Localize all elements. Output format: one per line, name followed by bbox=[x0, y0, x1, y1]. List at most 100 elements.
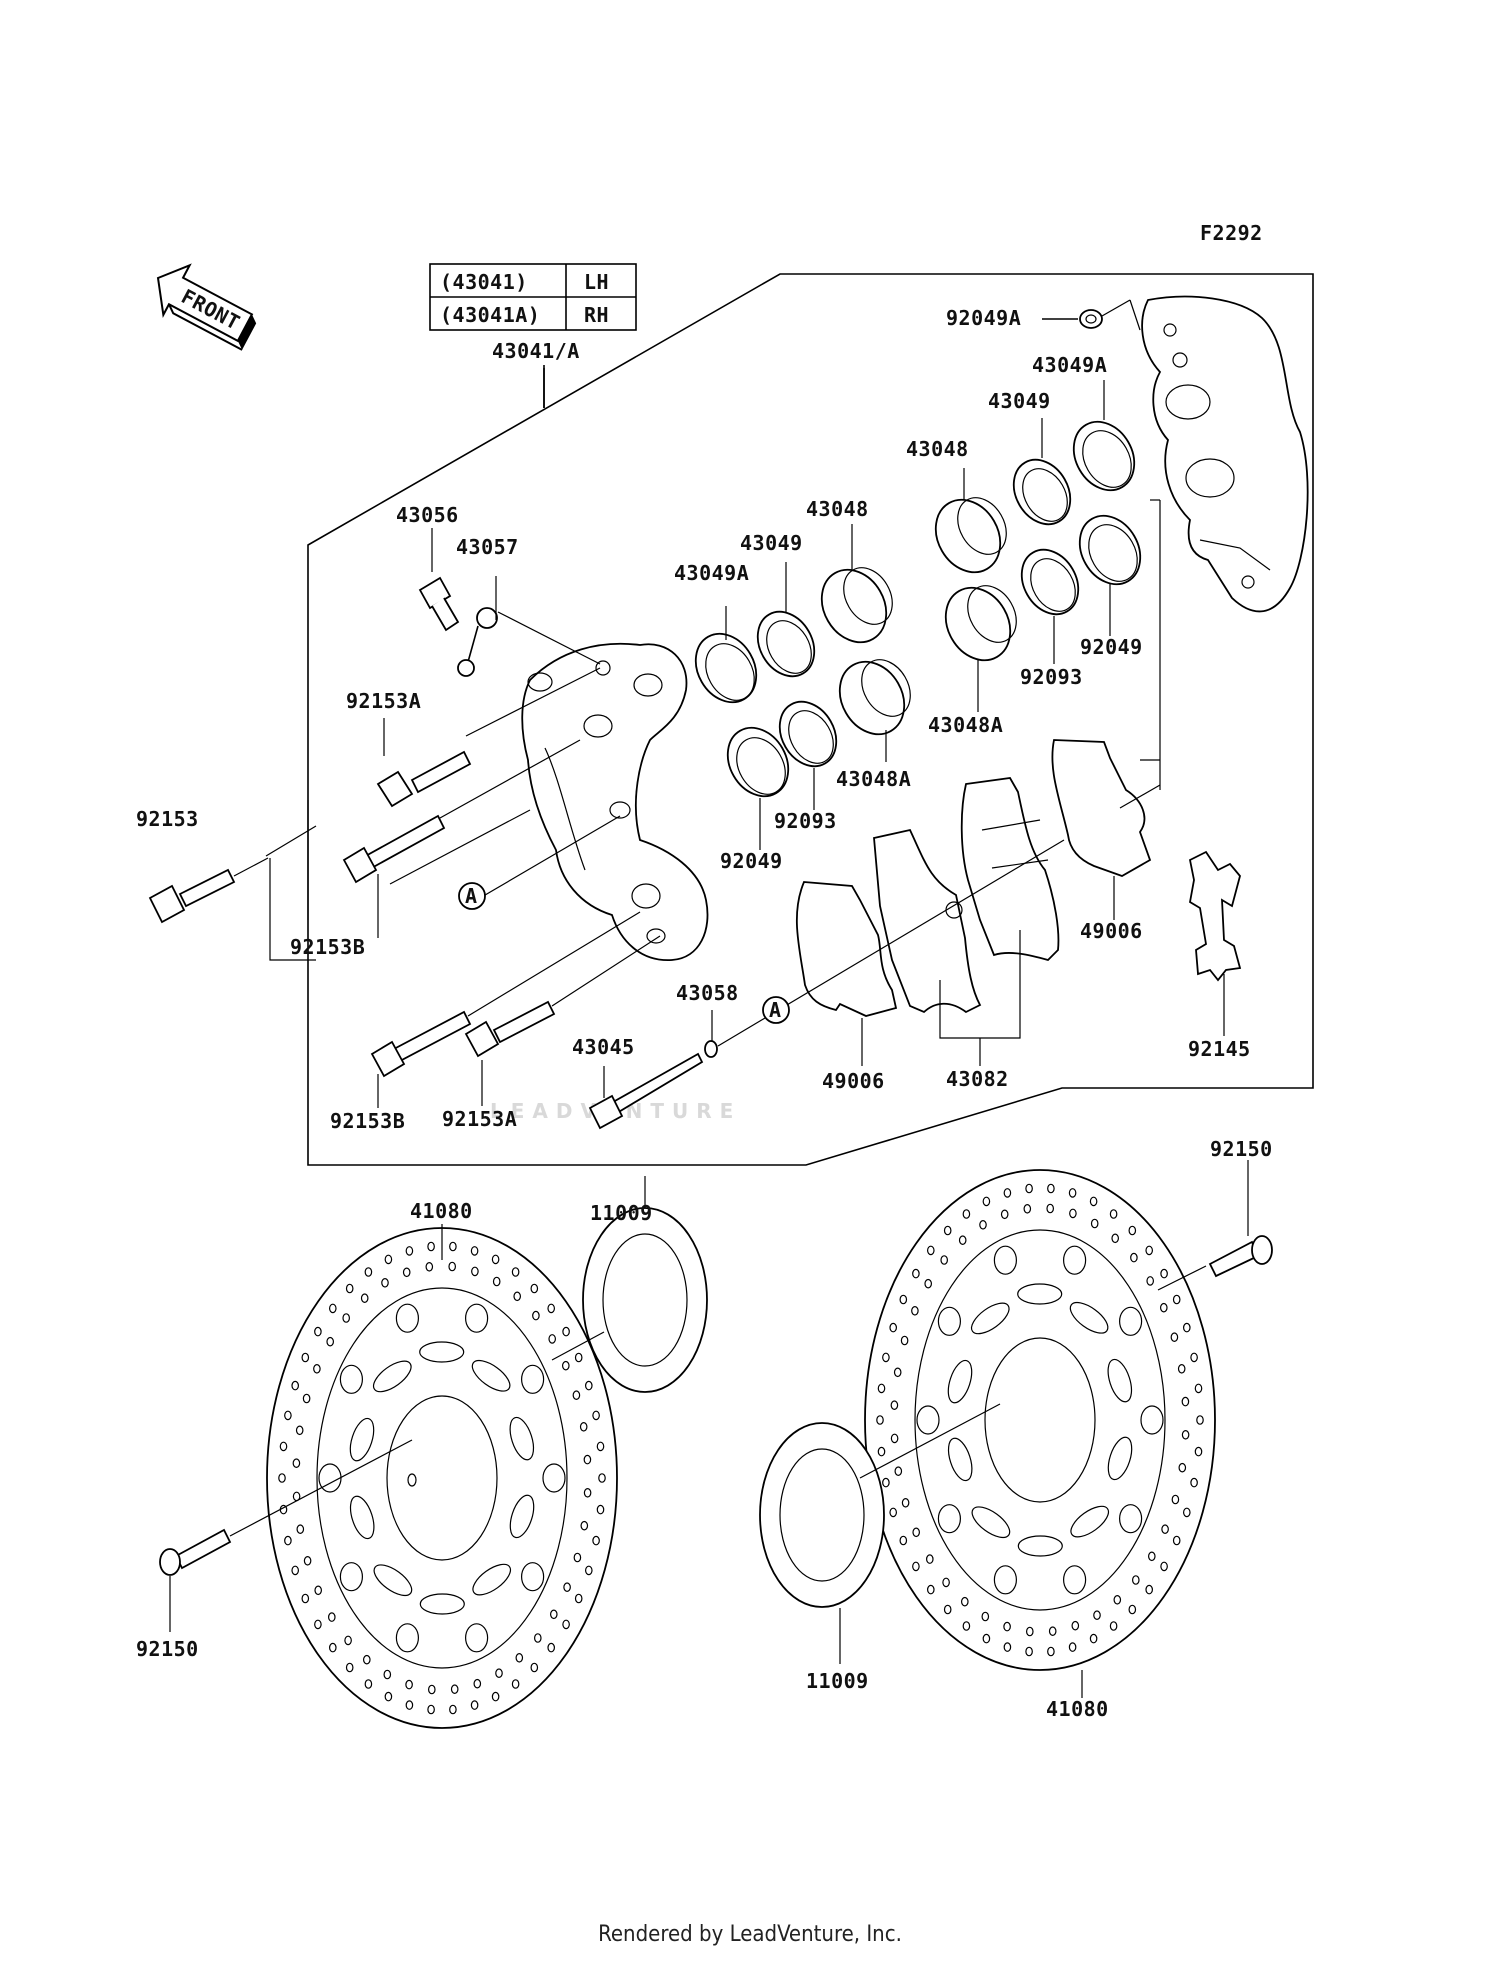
disc-drill-hole bbox=[1148, 1551, 1156, 1562]
disc-drill-hole bbox=[1161, 1524, 1169, 1534]
label-92150-right: 92150 bbox=[1210, 1137, 1273, 1161]
label-41080-right: 41080 bbox=[1046, 1697, 1109, 1721]
disc-carrier-pin bbox=[395, 1623, 419, 1653]
disc-carrier-window bbox=[947, 1359, 973, 1404]
disc-drill-hole bbox=[495, 1668, 503, 1678]
disc-drill-hole bbox=[1146, 1276, 1155, 1286]
disc-carrier-window bbox=[1017, 1535, 1063, 1557]
label-43049-right: 43049 bbox=[988, 389, 1051, 413]
disc-drill-hole bbox=[425, 1262, 434, 1272]
disc-drill-hole bbox=[1069, 1208, 1077, 1219]
disc-carrier-window bbox=[971, 1506, 1011, 1539]
disc-drill-hole bbox=[1172, 1535, 1181, 1546]
bolt-92153B-bottom-part bbox=[370, 1010, 472, 1078]
disc-carrier-pin bbox=[520, 1562, 545, 1592]
disc-carrier-window bbox=[1017, 1283, 1063, 1305]
seal-92049-right-part bbox=[1078, 514, 1142, 586]
disc-drill-hole bbox=[328, 1642, 337, 1653]
disc-carrier-pin bbox=[339, 1562, 363, 1592]
disc-drill-hole bbox=[926, 1245, 935, 1256]
disc-drill-hole bbox=[303, 1556, 312, 1566]
disc-carrier-window bbox=[419, 1593, 465, 1615]
disc-drill-hole bbox=[890, 1433, 899, 1444]
piston-43048-mid-part bbox=[820, 567, 893, 644]
disc-drill-hole bbox=[580, 1520, 589, 1531]
disc-carrier-pin bbox=[937, 1504, 962, 1534]
disc-drill-hole bbox=[899, 1294, 908, 1305]
disc-drill-hole bbox=[958, 1235, 967, 1245]
label-43048A-mid: 43048A bbox=[836, 767, 911, 791]
disc-drill-hole bbox=[314, 1619, 322, 1630]
disc-carrier-window bbox=[372, 1360, 412, 1393]
disc-drill-hole bbox=[301, 1593, 310, 1604]
seal-92093-mid-part bbox=[778, 700, 838, 768]
disc-drill-hole bbox=[924, 1278, 933, 1289]
disc-drill-hole bbox=[982, 1196, 991, 1207]
seal-43049A-right-part bbox=[1072, 420, 1136, 492]
label-11009-left: 11009 bbox=[590, 1201, 653, 1225]
disc-drill-hole bbox=[473, 1678, 482, 1689]
disc-drill-hole bbox=[1023, 1204, 1032, 1214]
disc-drill-hole bbox=[562, 1619, 570, 1630]
disc-drill-hole bbox=[1109, 1209, 1118, 1219]
piston-43048-right-part bbox=[934, 497, 1007, 574]
disc-carrier-pin bbox=[1062, 1245, 1087, 1275]
label-43049-mid: 43049 bbox=[740, 531, 803, 555]
disc-drill-hole bbox=[1047, 1646, 1055, 1657]
callout-a-lower-text: A bbox=[769, 998, 782, 1022]
disc-drill-hole bbox=[427, 1241, 435, 1252]
disc-drill-hole bbox=[470, 1246, 479, 1256]
disc-drill-hole bbox=[360, 1293, 369, 1303]
disc-drill-hole bbox=[1046, 1203, 1055, 1214]
label-92145: 92145 bbox=[1188, 1037, 1251, 1061]
disc-drill-hole bbox=[491, 1691, 500, 1702]
disc-drill-hole bbox=[284, 1410, 292, 1421]
figure-code: F2292 bbox=[1200, 221, 1263, 245]
label-43082: 43082 bbox=[946, 1067, 1009, 1091]
disc-drill-hole bbox=[284, 1535, 292, 1546]
disc-carrier-window bbox=[509, 1416, 535, 1461]
disc-drill-hole bbox=[900, 1335, 909, 1346]
disc-carrier-pin bbox=[395, 1303, 419, 1333]
piston-43048A-right-part bbox=[944, 585, 1017, 662]
disc-carrier-pin bbox=[1062, 1565, 1087, 1595]
shim-49006-right-part bbox=[1051, 739, 1152, 877]
disc-drill-hole bbox=[1090, 1218, 1099, 1229]
disc-carrier-pin bbox=[339, 1364, 363, 1394]
disc-drill-hole bbox=[547, 1303, 556, 1314]
disc-drill-hole bbox=[548, 1334, 557, 1344]
pin-43045-part bbox=[588, 1052, 704, 1130]
label-92153A-bottom: 92153A bbox=[442, 1107, 517, 1131]
disc-drill-hole bbox=[901, 1498, 910, 1508]
bolt-92150-right-part bbox=[1208, 1235, 1273, 1278]
disc-drill-hole bbox=[381, 1278, 389, 1288]
disc-drill-hole bbox=[1109, 1621, 1118, 1631]
disc-drill-hole bbox=[1183, 1507, 1191, 1518]
disc-drill-hole bbox=[328, 1303, 337, 1314]
disc-drill-hole bbox=[515, 1653, 524, 1663]
disc-drill-hole bbox=[326, 1336, 335, 1347]
label-92153B-bottom: 92153B bbox=[330, 1109, 405, 1133]
disc-drill-hole bbox=[982, 1633, 991, 1644]
disc-carrier-pin bbox=[993, 1245, 1018, 1275]
disc-drill-hole bbox=[344, 1635, 352, 1646]
disc-carrier-window bbox=[349, 1495, 375, 1540]
disc-drill-hole bbox=[1190, 1352, 1198, 1363]
pin-seal-43058-part bbox=[704, 1040, 718, 1058]
disc-drill-hole bbox=[1026, 1626, 1034, 1637]
label-43058: 43058 bbox=[676, 981, 739, 1005]
disc-drill-hole bbox=[876, 1415, 884, 1425]
disc-drill-hole bbox=[313, 1364, 321, 1374]
disc-drill-hole bbox=[1128, 1604, 1137, 1615]
disc-drill-hole bbox=[1190, 1477, 1198, 1488]
disc-carrier-window bbox=[1069, 1301, 1109, 1334]
disc-drill-hole bbox=[596, 1504, 605, 1515]
disc-drill-hole bbox=[563, 1582, 571, 1592]
disc-drill-hole bbox=[890, 1400, 899, 1410]
table-part-lh: (43041) bbox=[440, 270, 528, 294]
disc-drill-hole bbox=[1160, 1302, 1168, 1313]
disc-carrier-pin bbox=[993, 1565, 1018, 1595]
disc-drill-hole bbox=[511, 1679, 520, 1689]
disc-drill-hole bbox=[1177, 1364, 1186, 1374]
